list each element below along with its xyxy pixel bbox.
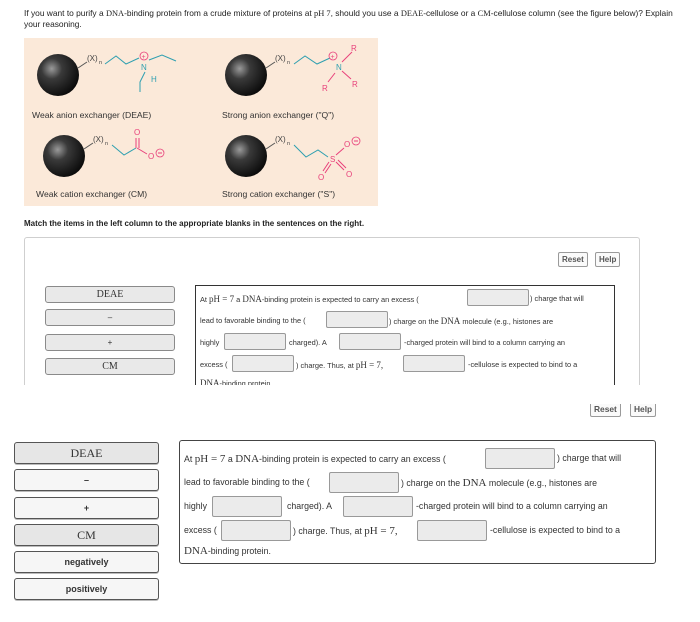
item-minus[interactable]: – [45,309,175,326]
bead-icon [225,54,267,96]
question-deae: DEAE [400,9,424,18]
question-part: -cellulose or a [423,8,478,18]
svg-text:(X): (X) [87,54,98,63]
blank-4[interactable] [339,333,401,350]
bead-icon [37,54,79,96]
cm-structure: (X) n O O [43,128,165,177]
question-dna: DNA [105,9,125,18]
blank-1[interactable] [485,448,555,469]
svg-text:O: O [148,152,154,161]
item-cm[interactable]: CM [14,524,159,546]
svg-text:O: O [318,173,324,182]
item-minus[interactable]: – [14,469,159,491]
blank-4[interactable] [343,496,413,517]
bead-icon [225,135,267,177]
item-deae[interactable]: DEAE [45,286,175,303]
help-button[interactable]: Help [630,404,657,417]
svg-text:O: O [134,128,140,137]
item-plus[interactable]: + [45,334,175,351]
item-deae[interactable]: DEAE [14,442,159,464]
svg-text:n: n [99,60,102,66]
svg-text:n: n [287,60,290,66]
question-part: , should you use a [330,8,401,18]
item-plus[interactable]: + [14,497,159,519]
question-part: -binding protein from a crude mixture of… [124,8,315,18]
svg-text:(X): (X) [275,135,286,144]
strong-anion-label: Strong anion exchanger ("Q") [222,110,335,120]
svg-text:+: + [142,54,146,61]
minus-charge-icon [155,148,165,158]
item-negatively[interactable]: negatively [14,551,159,573]
weak-anion-label: Weak anion exchanger (DEAE) [32,110,152,120]
svg-text:n: n [105,141,108,147]
svg-text:n: n [287,141,290,147]
svg-text:R: R [352,80,358,89]
s-structure: (X) n S O O O [225,135,361,182]
svg-text:N: N [336,63,342,72]
blank-1[interactable] [467,289,529,306]
deae-structure: (X) n + N H [37,51,177,96]
reset-button[interactable]: Reset [558,252,588,267]
instruction: Match the items in the left column to th… [24,219,365,228]
blank-2[interactable] [329,472,399,493]
bead-icon [43,135,85,177]
question-ph: pH 7 [314,9,331,18]
question-cm: CM [477,9,491,18]
blank-3[interactable] [212,496,282,517]
svg-text:+: + [331,54,335,61]
sentence-area: At pH = 7 a DNA-binding protein is expec… [179,440,656,564]
item-positively[interactable]: positively [14,578,159,600]
blank-6[interactable] [417,520,487,541]
ion-exchanger-structures: (X) n + N H (X) n + N R [37,44,361,182]
weak-cation-label: Weak cation exchanger (CM) [36,189,148,199]
svg-text:O: O [346,170,352,179]
svg-text:N: N [141,63,147,72]
svg-text:R: R [322,84,328,93]
sentence-area: At pH = 7 a DNA-binding protein is expec… [195,285,615,385]
question-part: If you want to purify a [24,8,106,18]
svg-text:S: S [330,155,335,164]
ion-exchanger-figure: (X) n + N H (X) n + N R [24,38,378,206]
question-part: -cellulose column (see the figure below)… [24,8,673,29]
blank-6[interactable] [403,355,465,372]
question-text: If you want to purify a DNA-binding prot… [24,8,684,30]
help-button[interactable]: Help [595,252,621,267]
svg-text:(X): (X) [93,135,104,144]
blank-5[interactable] [221,520,291,541]
blank-3[interactable] [224,333,286,350]
plus-charge-icon [328,51,338,61]
blank-5[interactable] [232,355,294,372]
svg-text:R: R [351,44,357,53]
blank-2[interactable] [326,311,388,328]
svg-text:O: O [344,140,350,149]
matching-panel-preview: Reset Help DEAE – + CM At pH = 7 a DNA-b… [24,237,640,385]
svg-text:H: H [151,75,157,84]
reset-button[interactable]: Reset [590,404,621,417]
minus-charge-icon [351,136,361,146]
q-structure: (X) n + N R R R [225,44,358,96]
plus-charge-icon [139,51,149,61]
item-cm[interactable]: CM [45,358,175,375]
strong-cation-label: Strong cation exchanger ("S") [222,189,336,199]
svg-text:(X): (X) [275,54,286,63]
